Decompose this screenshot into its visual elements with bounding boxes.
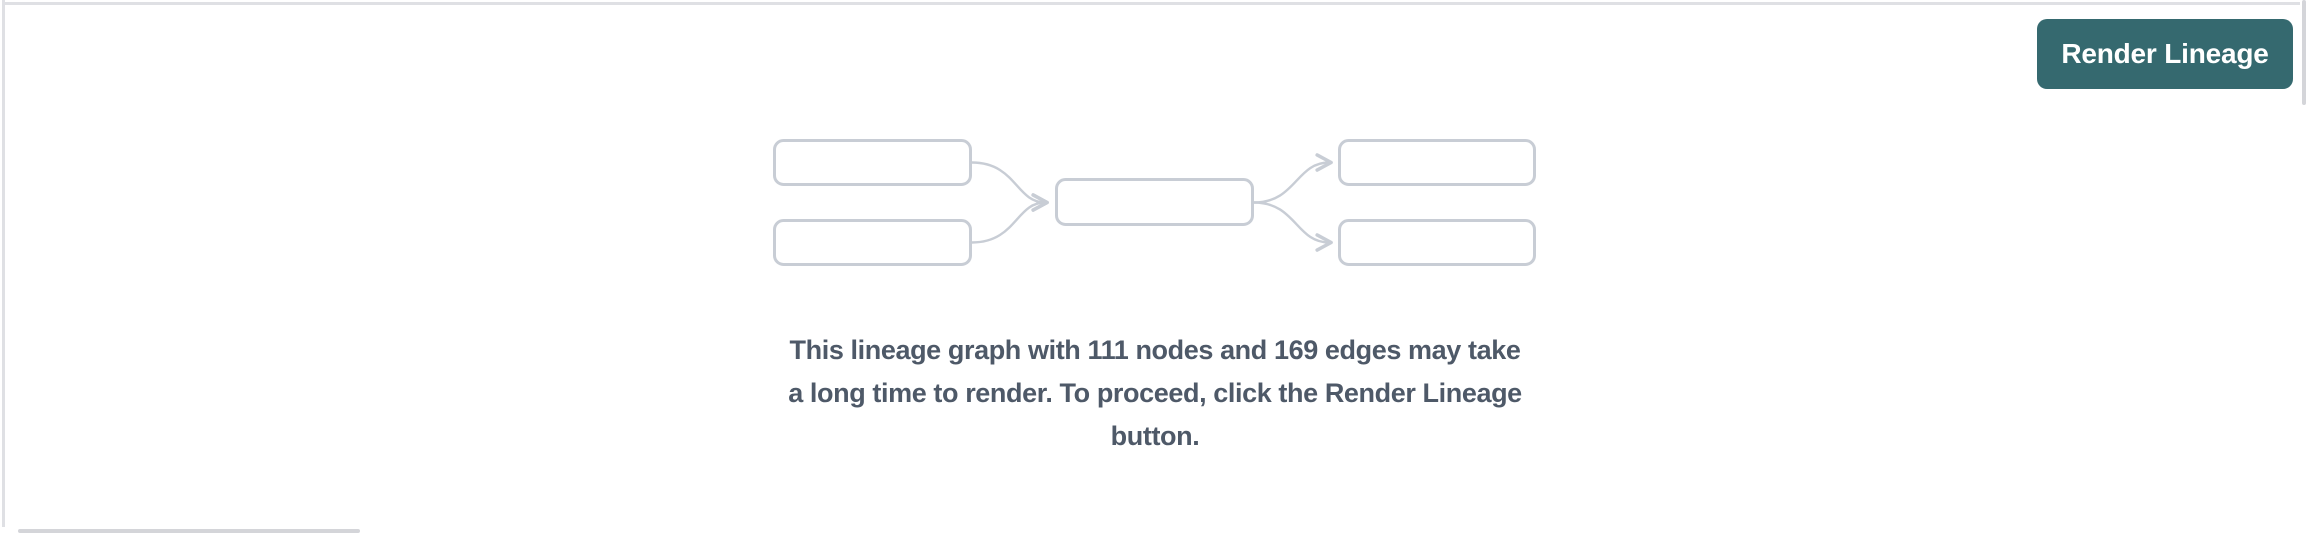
render-lineage-button[interactable]: Render Lineage [2037, 19, 2293, 89]
panel-left-border [2, 0, 5, 527]
lineage-edge [1253, 201, 1333, 252]
lineage-edge [971, 193, 1049, 244]
lineage-node-skeleton [1338, 139, 1536, 186]
lineage-edge [971, 161, 1049, 212]
lineage-node-skeleton [1338, 219, 1536, 266]
lineage-render-warning-text: This lineage graph with 111 nodes and 16… [788, 335, 1522, 451]
lineage-graph-placeholder-icon [773, 139, 1536, 266]
lineage-node-skeleton [773, 219, 972, 266]
vertical-scrollbar-thumb[interactable] [2302, 0, 2306, 105]
lineage-edge [1253, 153, 1333, 204]
horizontal-scrollbar-thumb[interactable] [18, 529, 360, 533]
lineage-node-skeleton [773, 139, 972, 186]
lineage-node-skeleton [1055, 178, 1254, 226]
panel-top-border [5, 2, 2300, 5]
